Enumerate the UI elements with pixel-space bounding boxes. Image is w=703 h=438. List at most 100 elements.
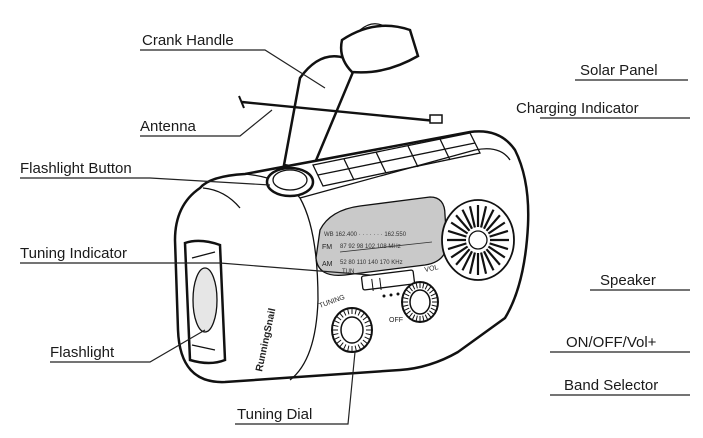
knob-ridge	[429, 310, 435, 315]
knob-ridge	[336, 315, 342, 321]
dial-tuning-mark: TUN	[342, 269, 354, 275]
knob-ridge	[415, 282, 418, 289]
flashlight-lens	[183, 239, 227, 365]
knob-ridge	[365, 324, 372, 327]
knob-ridge	[357, 309, 362, 316]
knob-ridge	[402, 297, 409, 300]
speaker-slot	[485, 248, 501, 266]
speaker-slot	[461, 209, 473, 230]
label-charging-indicator: Charging Indicator	[516, 100, 639, 117]
speaker-slot	[489, 242, 509, 251]
label-tuning-indicator: Tuning Indicator	[20, 245, 127, 262]
knob-ridge	[405, 289, 411, 294]
knob-ridge	[364, 336, 371, 340]
dial-fm-values: 87 92 98 102 108 MHz	[340, 244, 401, 250]
leader-lines	[20, 49, 690, 425]
knob-ridge	[430, 307, 437, 312]
speaker-slot	[468, 205, 476, 228]
antenna	[238, 95, 443, 124]
knob-ridge	[347, 345, 350, 352]
knob-ridge	[336, 339, 342, 345]
knob-ridge	[424, 283, 429, 290]
knob-ridge	[342, 344, 347, 351]
vol-label: VOL	[424, 264, 439, 274]
speaker-slot	[480, 205, 488, 228]
dial-am-values: 52 80 110 140 170 KHz	[340, 260, 403, 266]
speaker-slot	[485, 214, 501, 232]
speaker-slot	[461, 250, 473, 271]
speaker-slot	[487, 245, 506, 259]
knob-ridge	[405, 310, 411, 315]
knob-ridge	[357, 344, 362, 351]
knob-ridge	[339, 342, 344, 348]
dial-am-label: AM	[322, 261, 333, 268]
knob-ridge	[362, 339, 368, 345]
speaker-slot	[468, 252, 476, 275]
knob-ridge	[360, 342, 365, 348]
knob-ridge	[403, 307, 410, 312]
knob-ridge	[354, 308, 357, 315]
speaker-slot	[483, 250, 495, 271]
flashlight-button	[265, 166, 315, 198]
knob-ridge	[402, 304, 409, 307]
speaker-slot	[447, 242, 467, 251]
speaker-slot	[483, 209, 495, 230]
knob-ridge	[431, 304, 438, 307]
knob-ridge	[430, 292, 437, 297]
knob-ridge	[431, 297, 438, 300]
band-switch-marks	[382, 292, 400, 298]
off-label: OFF	[389, 317, 403, 324]
knob-ridge	[362, 315, 368, 321]
knob-ridge	[427, 312, 432, 318]
dial-fm-label: FM	[322, 244, 332, 251]
knob-ridge	[422, 282, 425, 289]
label-antenna: Antenna	[140, 118, 197, 135]
solar-panel	[312, 132, 481, 187]
knob-ridge	[422, 315, 425, 322]
dial-wb-row: WB 162.400 · · · · · · · 162.550	[324, 232, 407, 238]
knob-ridge	[408, 312, 413, 318]
knob-ridge	[333, 336, 340, 340]
knob-ridge	[339, 312, 344, 318]
speaker-slot	[487, 221, 506, 235]
label-tuning-dial: Tuning Dial	[237, 406, 312, 423]
knob-ridge	[360, 312, 365, 318]
speaker-slot	[455, 214, 471, 232]
speaker	[441, 199, 515, 281]
knob-ridge	[411, 314, 416, 321]
label-flashlight-button: Flashlight Button	[20, 160, 132, 177]
speaker-slot	[455, 248, 471, 266]
label-crank-handle: Crank Handle	[142, 32, 234, 49]
tuning-dial-panel: WB 162.400 · · · · · · · 162.550 FM 87 9…	[315, 196, 448, 277]
label-solar-panel: Solar Panel	[580, 62, 658, 79]
knob-ridge	[429, 289, 435, 294]
speaker-slot	[480, 252, 488, 275]
speaker-slot	[489, 229, 509, 238]
speaker-slot	[447, 229, 467, 238]
knob-ridge	[427, 286, 432, 292]
label-on-off-vol: ON/OFF/Vol+	[566, 334, 657, 351]
knob-ridge	[365, 333, 372, 336]
speaker-slot	[450, 245, 469, 259]
label-band-selector: Band Selector	[564, 377, 658, 394]
volume-knob	[401, 281, 439, 323]
knob-ridge	[411, 283, 416, 290]
knob-ridge	[342, 309, 347, 316]
knob-ridge	[415, 315, 418, 322]
knob-ridge	[364, 320, 371, 324]
labels: Crank Handle Solar Panel Charging Indica…	[20, 32, 658, 423]
label-speaker: Speaker	[600, 272, 656, 289]
knob-ridge	[408, 286, 413, 292]
knob-ridge	[332, 324, 339, 327]
knob-ridge	[403, 292, 410, 297]
knob-ridge	[424, 314, 429, 321]
knob-ridge	[354, 345, 357, 352]
knob-ridge	[347, 308, 350, 315]
label-flashlight: Flashlight	[50, 344, 115, 361]
crank-handle	[282, 23, 420, 172]
tuning-indicator	[360, 269, 416, 291]
knob-ridge	[333, 320, 340, 324]
speaker-slot	[450, 221, 469, 235]
